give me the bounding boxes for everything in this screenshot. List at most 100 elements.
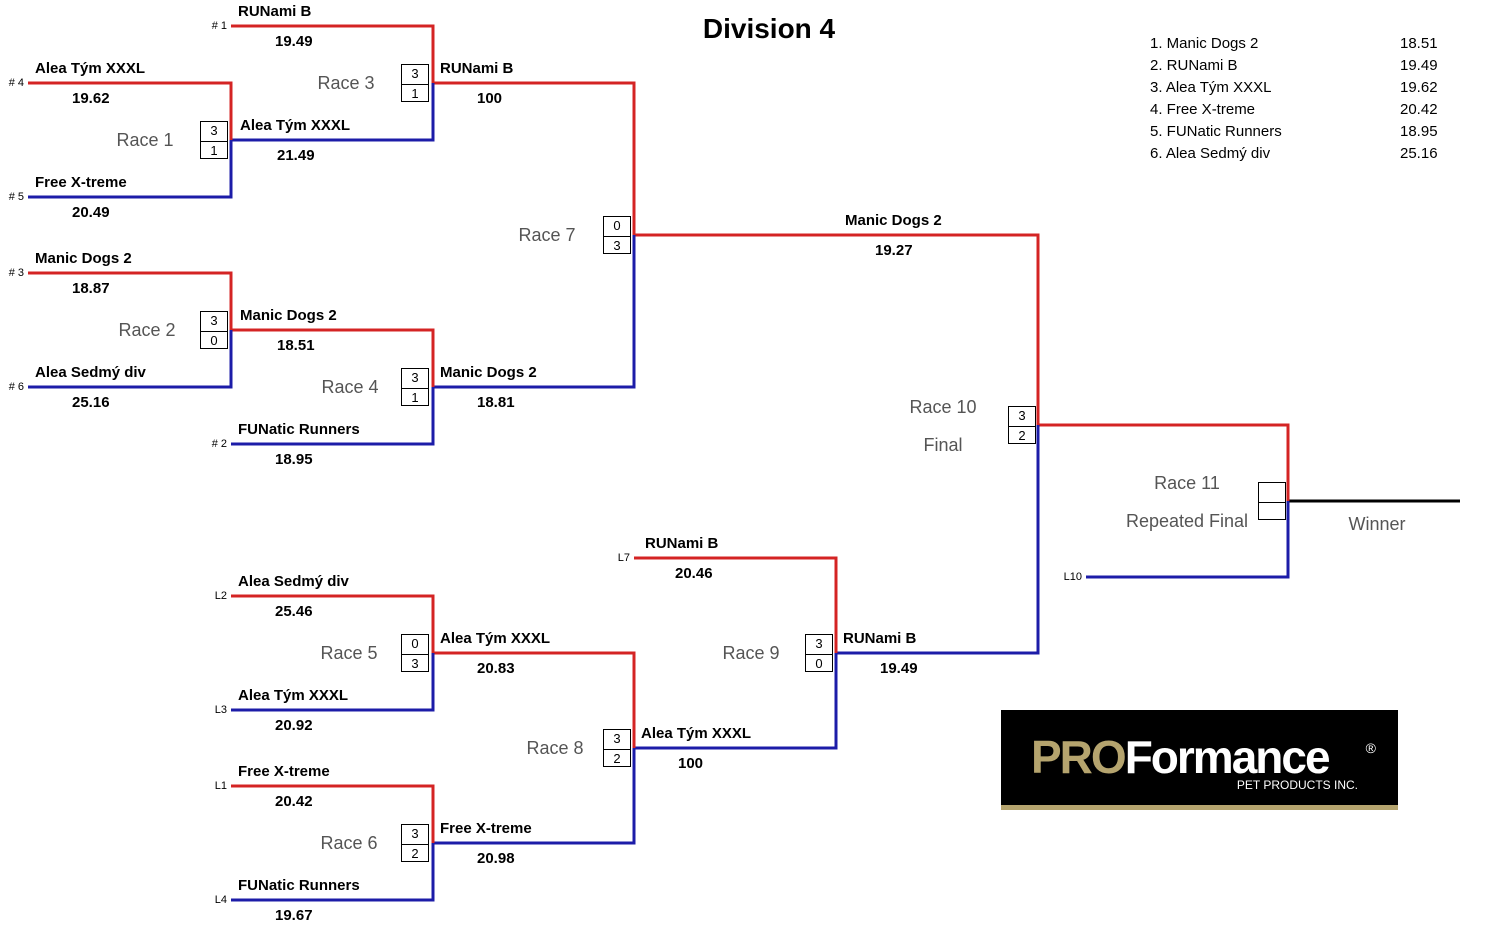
team-name: RUNami B [645,535,719,552]
team-name: RUNami B [843,630,917,647]
race-label: Race 6 [320,833,378,853]
standings-team: 6. Alea Sedmý div [1150,145,1271,162]
score-top: 3 [604,730,630,750]
winner-label: Winner [1348,514,1406,534]
score-top: 3 [402,369,428,389]
score-top: 3 [201,312,227,332]
standings-time: 25.16 [1400,145,1438,162]
team-name: FUNatic Runners [238,877,360,894]
team-time: 21.49 [277,147,315,164]
seed-label: L7 [617,552,630,564]
team-name: Alea Tým XXXL [240,117,351,134]
score-bottom: 3 [613,238,621,253]
score-bottom: 2 [613,751,621,766]
team-name: Manic Dogs 2 [845,212,942,229]
team-name: Free X-treme [440,820,532,837]
team-time: 20.83 [477,660,515,677]
team-time: 25.16 [72,394,110,411]
team-time: 19.49 [880,660,918,677]
team-time: 18.87 [72,280,110,297]
score-bottom: 0 [210,333,218,348]
team-time: 20.92 [275,717,313,734]
race-sublabel: Repeated Final [1125,511,1249,531]
seed-label: # 4 [8,77,24,89]
score-box [1258,482,1286,520]
score-bottom: 1 [411,86,419,101]
race-label: Race 3 [317,73,375,93]
race-label: Race 9 [722,643,780,663]
standings-time: 18.51 [1400,35,1438,52]
standings-team: 4. Free X-treme [1150,101,1256,118]
team-name: FUNatic Runners [238,421,360,438]
standings-time: 19.62 [1400,79,1438,96]
team-time: 20.98 [477,850,515,867]
team-name: Manic Dogs 2 [35,250,132,267]
team-time: 18.95 [275,451,313,468]
team-time: 20.46 [675,565,713,582]
score-top: 3 [402,65,428,85]
seed-label: L10 [1063,571,1082,583]
standings-time: 18.95 [1400,123,1438,140]
team-time: 100 [477,90,503,107]
team-name: Alea Tým XXXL [641,725,752,742]
race-label: Race 10 [909,397,977,417]
team-name: Free X-treme [35,174,127,191]
race-label: Race 4 [321,377,379,397]
score-top [1259,483,1285,503]
team-name: Manic Dogs 2 [440,364,537,381]
standings-time: 20.42 [1400,101,1438,118]
team-name: Alea Tým XXXL [35,60,146,77]
team-time: 18.81 [477,394,515,411]
seed-label: # 6 [8,381,24,393]
seed-label: # 3 [8,267,24,279]
race-label: Race 5 [320,643,378,663]
team-time: 19.49 [275,33,313,50]
team-name: Free X-treme [238,763,330,780]
score-top: 3 [402,825,428,845]
page-title: Division 4 [702,13,836,44]
team-time: 19.67 [275,907,313,924]
score-bottom: 1 [210,143,218,158]
seed-label: L2 [214,590,227,602]
standings-team: 2. RUNami B [1150,57,1238,74]
seed-label: # 2 [211,438,227,450]
seed-label: L3 [214,704,227,716]
score-top: 0 [604,217,630,237]
score-bottom: 1 [411,390,419,405]
race-label: Race 7 [518,225,576,245]
race-label: Race 11 [1154,473,1220,493]
score-bottom: 2 [1018,428,1026,443]
team-time: 19.27 [875,242,913,259]
score-top: 3 [806,635,832,655]
standings-time: 19.49 [1400,57,1438,74]
team-time: 20.49 [72,204,110,221]
score-bottom: 0 [815,656,823,671]
proformance-logo: PROFormance ® PET PRODUCTS INC. [1001,710,1398,810]
team-name: Alea Sedmý div [238,573,349,590]
team-name: Manic Dogs 2 [240,307,337,324]
score-bottom: 3 [411,656,419,671]
score-bottom [1259,503,1285,521]
seed-label: L1 [214,780,227,792]
team-time: 100 [678,755,704,772]
race-label: Race 2 [118,320,176,340]
score-top: 0 [402,635,428,655]
team-name: Alea Sedmý div [35,364,146,381]
score-top: 3 [1009,407,1035,427]
team-name: Alea Tým XXXL [238,687,349,704]
team-name: Alea Tým XXXL [440,630,551,647]
seed-label: L4 [214,894,227,906]
standings-team: 5. FUNatic Runners [1150,123,1282,140]
race-label: Race 1 [116,130,174,150]
team-name: RUNami B [238,3,312,20]
